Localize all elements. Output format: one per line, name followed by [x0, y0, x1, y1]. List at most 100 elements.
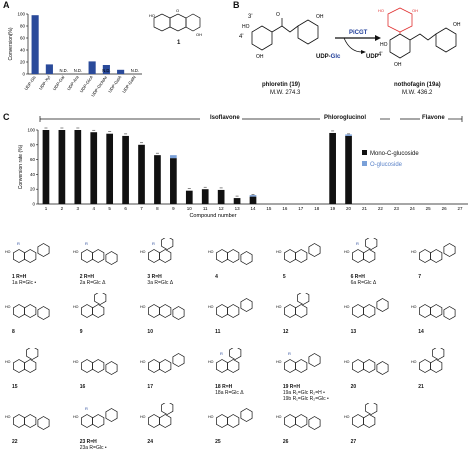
ring [297, 293, 310, 305]
substituent-label: HO [5, 250, 11, 254]
substituent-label: HO [5, 360, 11, 364]
ring [308, 353, 321, 367]
panel-a-category-label: UDP-GlcA [79, 75, 94, 94]
panel-c-category-label: 26 [442, 206, 448, 211]
group-flavone: Flavone [422, 115, 445, 121]
ring [159, 249, 172, 263]
ring [351, 304, 364, 318]
compound-label-line: 2a R=Glc Δ [79, 280, 106, 286]
ring [105, 408, 118, 422]
ring [443, 243, 456, 257]
panel-c-category-label: 19 [330, 206, 336, 211]
ring [364, 403, 377, 415]
panel-c-category-label: 10 [187, 206, 193, 211]
compound-structure: HO [344, 403, 377, 428]
panel-c-category-label: 11 [203, 206, 208, 211]
svg-text:HO: HO [378, 8, 384, 13]
panel-c-category-label: 12 [219, 206, 225, 211]
ring [229, 348, 242, 360]
ring [419, 304, 432, 318]
compound-structure: HOR [140, 238, 174, 263]
compound-structure: HO [5, 348, 39, 373]
compound-label-line: 7 [418, 274, 422, 280]
r-group-label: R [356, 241, 359, 246]
r-group-label: R [17, 241, 20, 246]
compound-label-line: 11 [215, 329, 221, 335]
svg-text:OH: OH [453, 22, 461, 28]
r-group-label: R [288, 351, 291, 356]
panel-c-bar-mono-c [42, 130, 50, 204]
substituent-label: HO [208, 250, 214, 254]
compound-label: 20 [351, 384, 357, 390]
panel-a-ylabel: Conversion(%) [8, 27, 14, 60]
compound-label-line: 3 R=H [147, 274, 162, 280]
compound-label-line: 10 [147, 329, 153, 335]
ring [172, 353, 185, 367]
compound-label: 11 [215, 329, 220, 335]
compound-label-line: 2 R=H [79, 274, 95, 280]
substituent-label: HO [5, 415, 11, 419]
ring [362, 414, 375, 428]
ring [216, 304, 229, 318]
compound-label: 8 [12, 329, 15, 335]
substituent-label: HO [140, 415, 146, 419]
panel-b-product-mw: M.W. 436.2 [402, 90, 433, 96]
compound-structure: HO [411, 304, 456, 320]
panel-c-category-label: 16 [282, 206, 288, 211]
svg-text:OH: OH [316, 14, 324, 20]
panel-c-category-label: 8 [156, 206, 159, 211]
ring [80, 304, 93, 318]
panel-c-bar-mono-c [233, 198, 241, 204]
ring [91, 359, 104, 373]
panel-a-ytick-label: 0 [22, 72, 25, 77]
panel-c-bar-o-gluc [170, 155, 177, 159]
compound-label-line: 1 R=H [12, 274, 27, 280]
ring [227, 414, 240, 428]
ring [159, 414, 172, 428]
ring [216, 249, 229, 263]
svg-text:OH: OH [196, 32, 202, 37]
compound-label-line: 18 R=H [215, 384, 233, 390]
compound-label: 16 [80, 384, 86, 390]
compound-structure: HO [73, 293, 106, 318]
ring [376, 361, 389, 375]
panel-c-bar-mono-c [74, 130, 82, 204]
panel-a-bar-label: N.D. [74, 68, 82, 73]
panel-c-bar-mono-c [90, 132, 98, 204]
panel-c-category-label: 27 [458, 206, 464, 211]
ring [37, 416, 50, 430]
compound-structure: HO [5, 414, 50, 430]
panel-c-category-label: 1 [45, 206, 48, 211]
ring [240, 408, 253, 422]
substituent-label: HO [411, 360, 417, 364]
panel-c-category-label: 23 [394, 206, 400, 211]
ring [308, 416, 321, 430]
svg-text:HO: HO [380, 42, 388, 48]
ring [80, 249, 93, 263]
ring [430, 249, 443, 263]
panel-c-legend-swatch [362, 150, 367, 155]
panel-a-bar-label: N.D. [59, 68, 67, 73]
panel-c-group-lines [39, 116, 463, 122]
panel-b-substrate-mw: M.W. 274.3 [270, 90, 301, 96]
compound-structure: HO [140, 353, 185, 373]
ring [227, 359, 240, 373]
ring [432, 348, 445, 360]
compound-label-line: 24 [147, 439, 153, 445]
ring [91, 304, 104, 318]
panel-c-bar-o-gluc [249, 195, 257, 197]
panel-a-compound-label: 1 [177, 40, 181, 46]
compound-structure: HO R [5, 241, 50, 263]
substituent-label: HO [73, 415, 79, 419]
ring [159, 359, 172, 373]
ring [148, 359, 161, 373]
compound-structure: HO [344, 359, 389, 375]
compound-label-line: 21 [418, 384, 424, 390]
panel-a-ytick-label: 100 [17, 12, 25, 17]
panel-c-bar-mono-c [106, 133, 114, 204]
svg-text:OH: OH [412, 8, 418, 13]
panel-c-category-label: 21 [362, 206, 368, 211]
panel-label-c: C [3, 112, 10, 122]
